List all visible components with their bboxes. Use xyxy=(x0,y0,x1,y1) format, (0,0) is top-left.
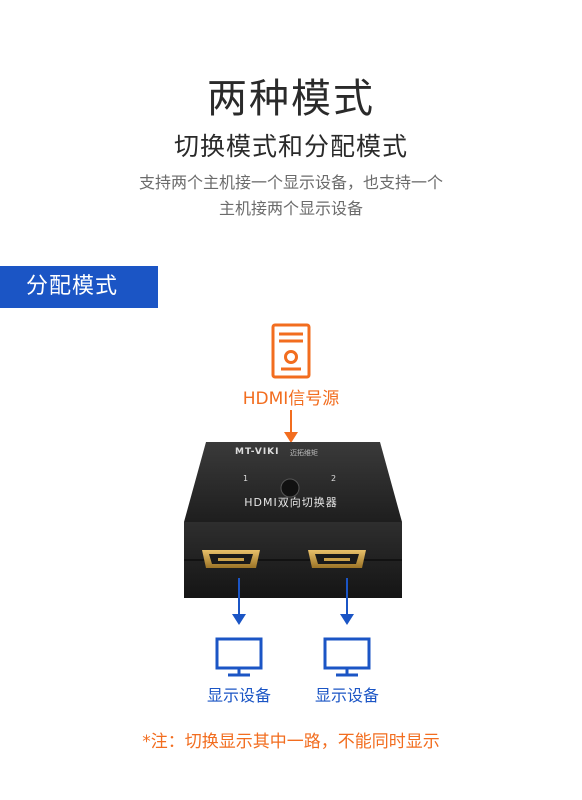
hdmi-port-2 xyxy=(308,550,366,568)
arrow-down-icon xyxy=(232,578,246,625)
device-model-text: HDMI双向切换器 xyxy=(244,496,338,509)
device-port-1-label: 1 xyxy=(243,474,249,483)
display-2-label: 显示设备 xyxy=(314,686,379,705)
arrow-down-icon xyxy=(284,410,298,443)
page-subtitle: 切换模式和分配模式 xyxy=(173,132,408,161)
hdmi-port-1 xyxy=(202,550,260,568)
page-title: 两种模式 xyxy=(207,76,375,122)
section-tag: 分配模式 xyxy=(0,266,158,308)
computer-tower-icon xyxy=(271,323,311,379)
arrow-down-icon xyxy=(340,578,354,625)
footnote: *注：切换显示其中一路，不能同时显示 xyxy=(142,732,440,752)
display-1-label: 显示设备 xyxy=(206,686,271,705)
source-label: HDMI信号源 xyxy=(242,389,340,409)
description-line-2: 主机接两个显示设备 xyxy=(218,199,363,218)
device-brand: MT-VIKI xyxy=(235,447,280,457)
device-brand-sub: 迈拓维矩 xyxy=(290,449,318,457)
description-line-1: 支持两个主机接一个显示设备，也支持一个 xyxy=(138,173,443,192)
monitor-icon xyxy=(215,637,263,677)
description: 支持两个主机接一个显示设备，也支持一个 主机接两个显示设备 xyxy=(90,170,492,222)
hdmi-switch-device xyxy=(184,442,402,598)
monitor-icon xyxy=(323,637,371,677)
device-port-2-label: 2 xyxy=(331,474,337,483)
